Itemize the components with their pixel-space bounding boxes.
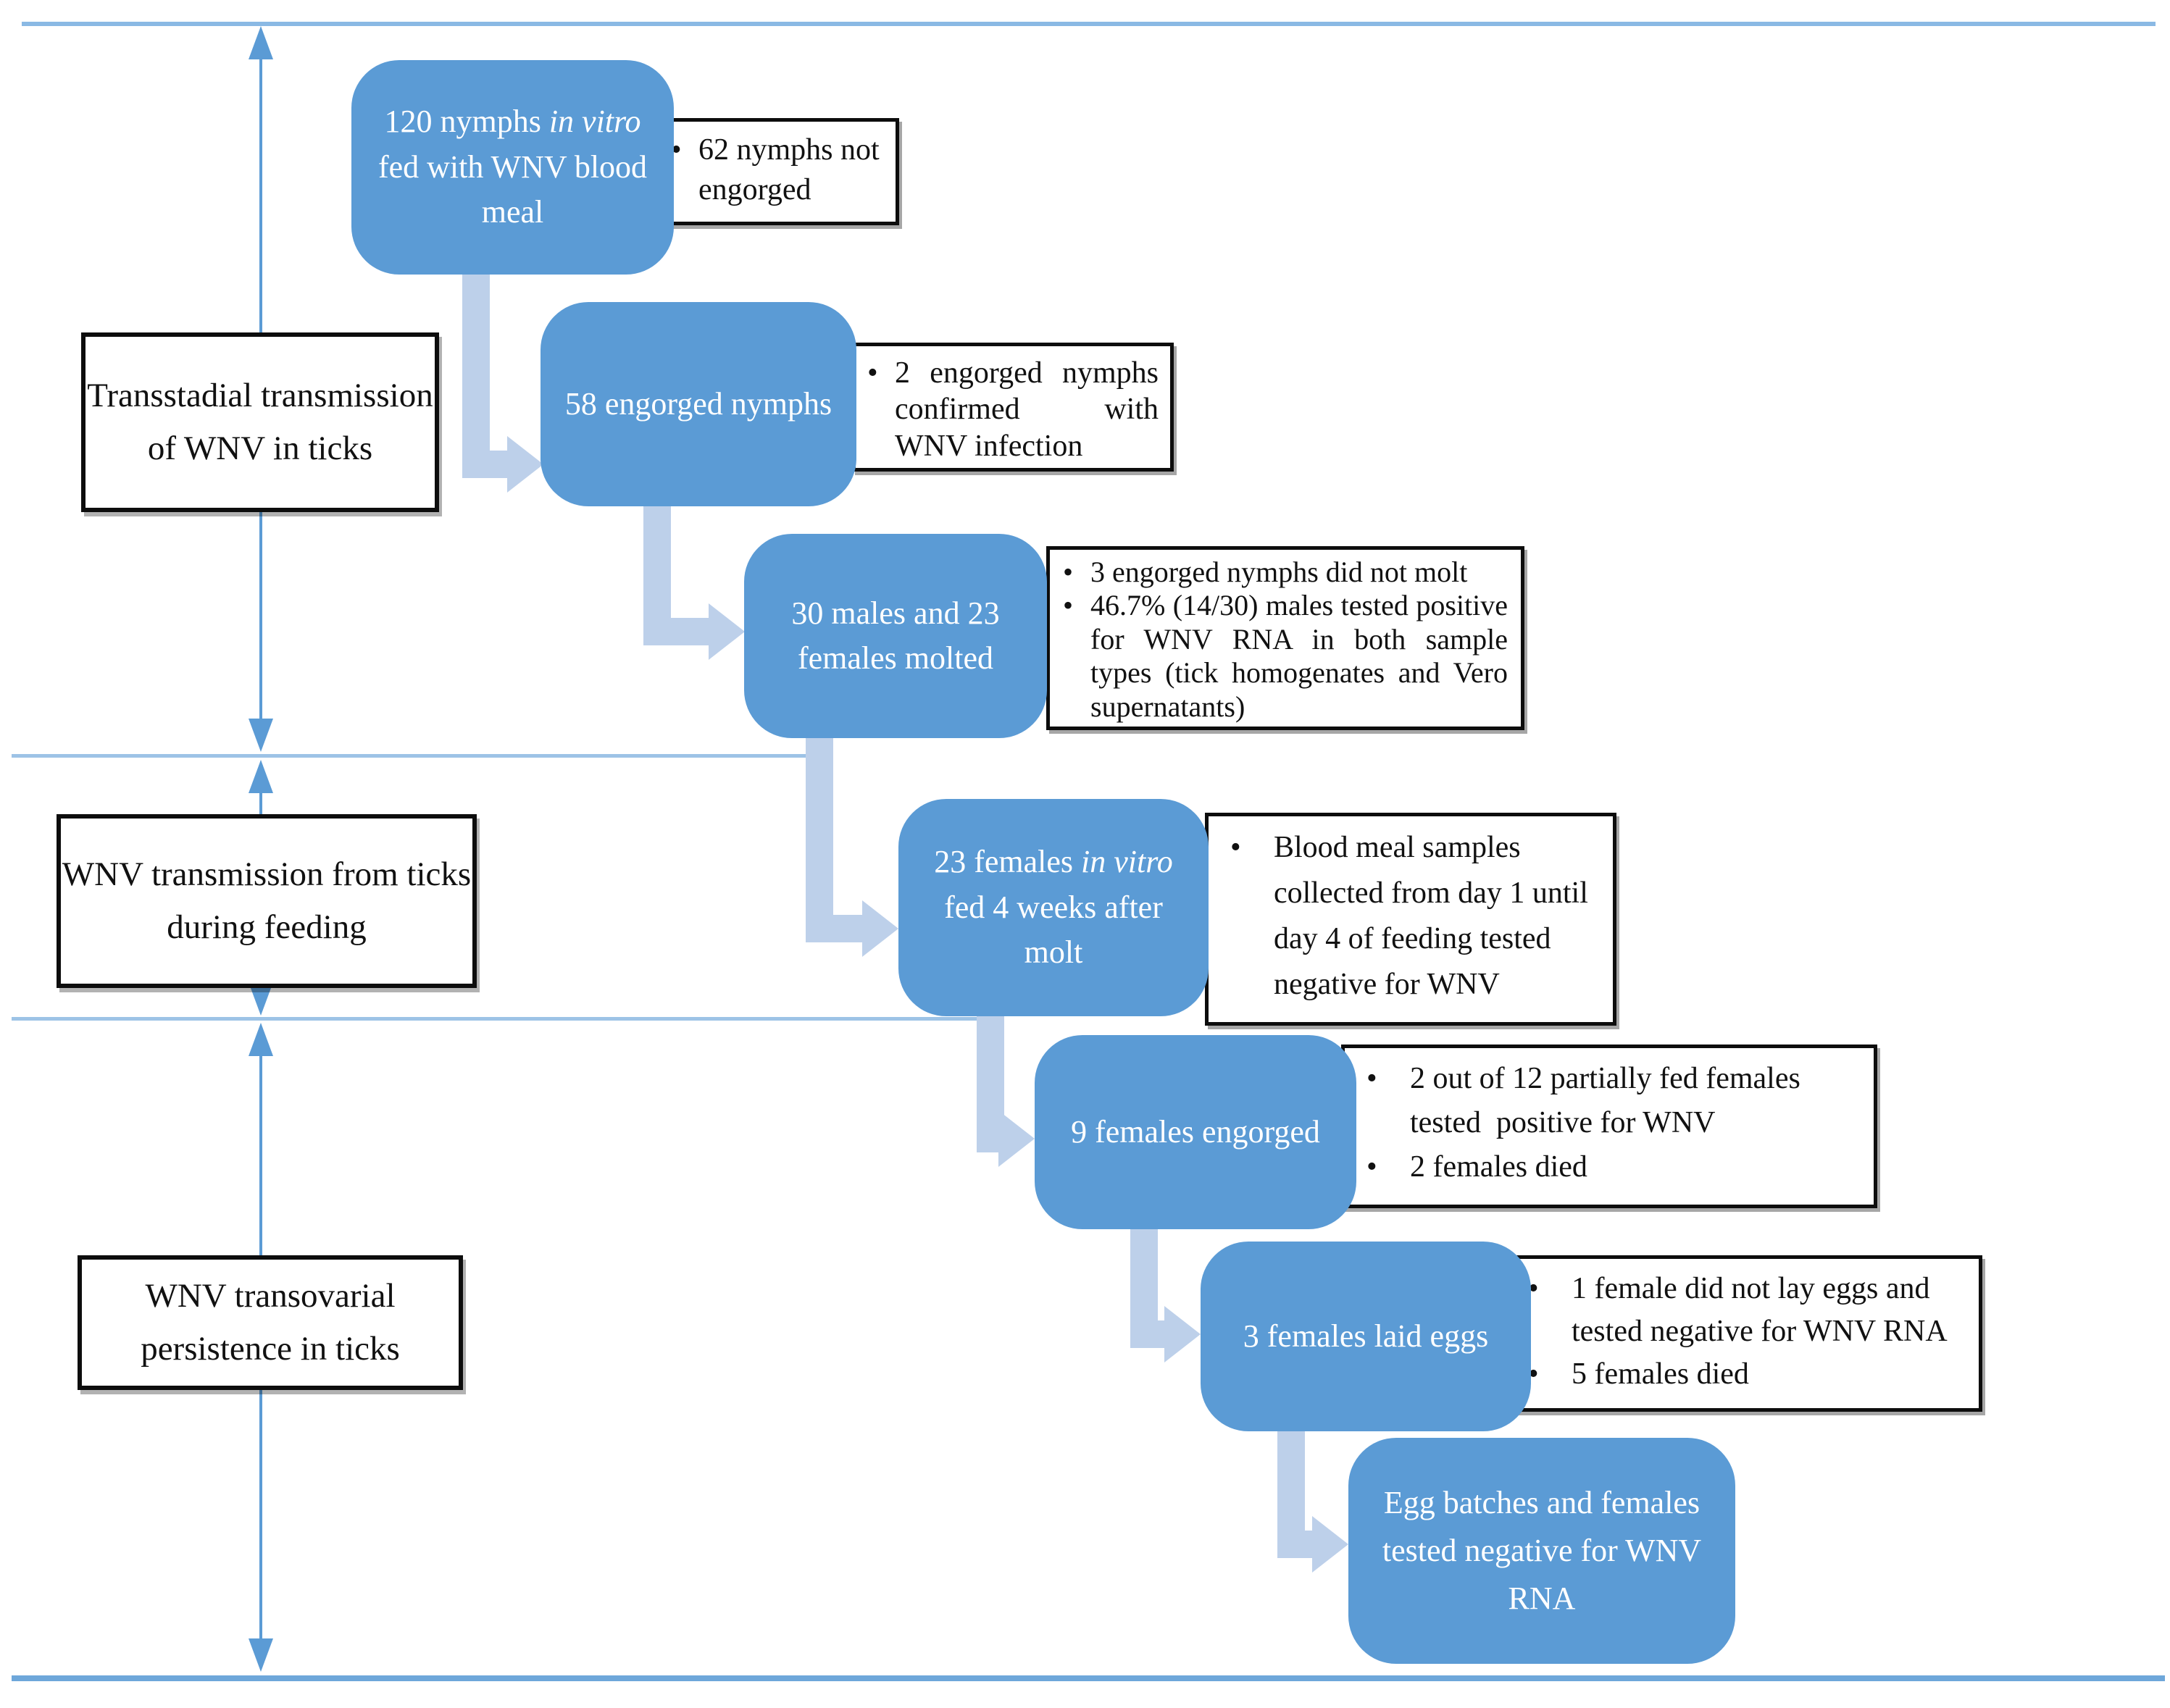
top-rail-line: [22, 22, 2156, 26]
elbow6-arrowhead-icon: [1312, 1516, 1348, 1573]
elbow2-arrowhead-icon: [709, 603, 745, 660]
node-text: 3 females laid eggs: [1243, 1318, 1489, 1354]
node-text: 23 females in vitro fed 4 weeks after mo…: [934, 844, 1173, 971]
section-divider-2: [12, 1017, 980, 1021]
section3-arrow-line-top: [259, 1055, 262, 1256]
elbow5-horizontal: [1130, 1320, 1166, 1348]
section-divider-1: [12, 754, 811, 758]
section2-arrow-up-icon: [249, 760, 273, 793]
elbow4-arrowhead-icon: [998, 1110, 1035, 1167]
phase-label-text: WNV transmission from ticks during feedi…: [62, 855, 472, 946]
elbow1-arrowhead-icon: [507, 436, 543, 493]
callout-partially-fed-females: •2 out of 12 partially fed females teste…: [1341, 1045, 1877, 1208]
node-text: 9 females engorged: [1071, 1113, 1320, 1150]
elbow6-horizontal: [1277, 1531, 1314, 1558]
elbow3-horizontal: [806, 915, 864, 942]
node-text: Egg batches and females tested negative …: [1382, 1485, 1702, 1616]
node-text: 120 nymphs in vitro fed with WNV blood m…: [377, 104, 648, 230]
node-females-fed: 23 females in vitro fed 4 weeks after mo…: [898, 799, 1209, 1016]
phase-label-text: Transstadial transmission of WNV in tick…: [87, 377, 433, 467]
phase-label-transmission-feeding: WNV transmission from ticks during feedi…: [57, 814, 477, 988]
phase-label-transovarial: WNV transovarial persistence in ticks: [78, 1255, 463, 1390]
node-nymphs-fed: 120 nymphs in vitro fed with WNV blood m…: [351, 60, 674, 275]
elbow3-arrowhead-icon: [862, 900, 898, 957]
callout-bullet-list: •62 nymphs not engorged: [671, 133, 888, 206]
elbow5-arrowhead-icon: [1164, 1306, 1201, 1362]
section3-arrow-down-icon: [249, 1638, 273, 1672]
section3-arrow-line-bottom: [259, 1389, 262, 1640]
node-females-laid-eggs: 3 females laid eggs: [1201, 1242, 1531, 1431]
elbow1-horizontal: [462, 451, 509, 478]
bottom-rail-line: [12, 1675, 2165, 1681]
phase-label-transstadial: Transstadial transmission of WNV in tick…: [81, 332, 439, 512]
node-text: 30 males and 23 females molted: [791, 595, 1000, 676]
callout-nymphs-not-engorged: •62 nymphs not engorged: [656, 118, 899, 225]
elbow4-horizontal: [977, 1125, 1000, 1152]
node-females-engorged: 9 females engorged: [1035, 1035, 1356, 1229]
section1-arrow-line-top: [259, 58, 262, 333]
section3-arrow-up-icon: [249, 1023, 273, 1056]
section1-arrow-line-bottom: [259, 511, 262, 720]
elbow1-vertical: [462, 275, 490, 478]
callout-molt-results: •3 engorged nymphs did not molt•46.7% (1…: [1046, 546, 1524, 730]
elbow3-vertical: [806, 738, 833, 942]
section1-arrow-up-icon: [249, 26, 273, 59]
callout-bullet-list: •Blood meal samples collected from day 1…: [1230, 831, 1596, 1001]
callout-bullet-list: •2 engorged nymphs confirmed with WNV in…: [867, 356, 1174, 463]
callout-blood-meal-samples: •Blood meal samples collected from day 1…: [1205, 813, 1616, 1026]
elbow2-horizontal: [643, 618, 710, 645]
section2-arrow-line-top: [259, 792, 262, 815]
node-egg-batches-tested: Egg batches and females tested negative …: [1348, 1438, 1735, 1664]
callout-bullet-list: •1 female did not lay eggs and tested ne…: [1528, 1272, 1948, 1391]
callout-bullet-list: •2 out of 12 partially fed females teste…: [1366, 1062, 1808, 1184]
node-engorged-nymphs: 58 engorged nymphs: [541, 302, 856, 506]
phase-label-text: WNV transovarial persistence in ticks: [141, 1277, 400, 1368]
callout-bullet-list: •3 engorged nymphs did not molt•46.7% (1…: [1063, 556, 1515, 723]
section1-arrow-down-icon: [249, 719, 273, 752]
callout-nymphs-confirmed-wnv: •2 engorged nymphs confirmed with WNV in…: [852, 343, 1174, 472]
node-molted: 30 males and 23 females molted: [744, 534, 1047, 738]
callout-egg-laying-results: •1 female did not lay eggs and tested ne…: [1503, 1255, 1982, 1412]
node-text: 58 engorged nymphs: [564, 385, 832, 422]
